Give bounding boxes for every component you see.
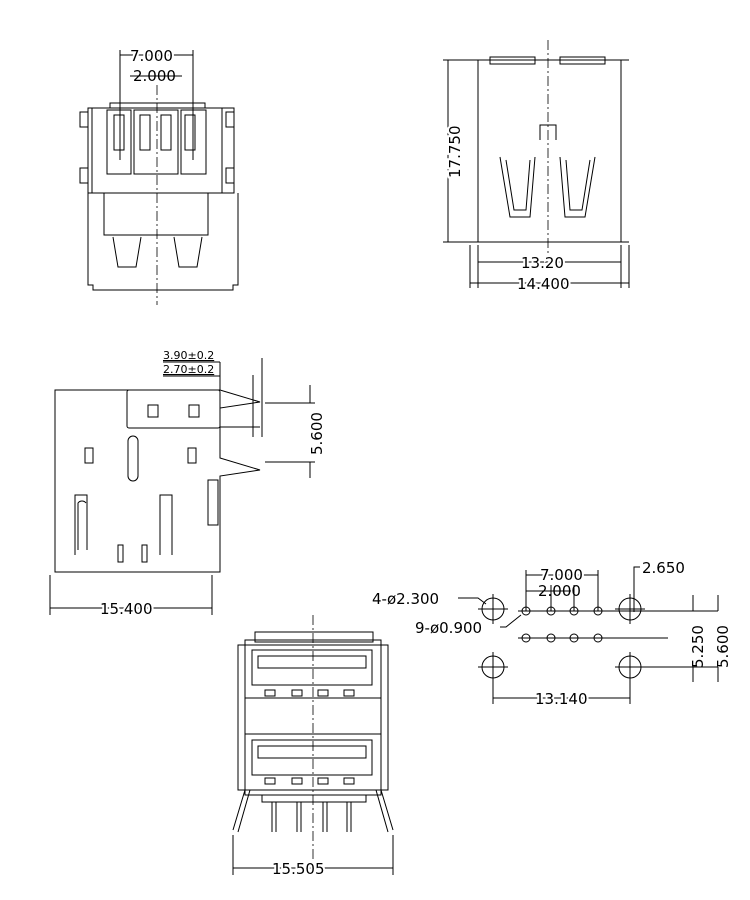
fp-mount-holes: 4-ø2.300 <box>372 590 439 608</box>
fp-dim-7000: 7.000 <box>540 566 583 584</box>
fp-pin-holes: 9-ø0.900 <box>415 619 482 637</box>
front-view: 7.000 2.000 <box>79 45 239 305</box>
top-view: 17.750 13.20 14.400 <box>443 40 630 295</box>
front-dim-2000: 2.000 <box>133 67 176 85</box>
fp-dim-5600: 5.600 <box>714 625 732 668</box>
top-dim-14400: 14.400 <box>517 275 570 293</box>
fp-dim-13140: 13.140 <box>535 690 588 708</box>
bottom-dim-15505: 15.505 <box>272 860 325 878</box>
fp-dim-2000: 2.000 <box>538 582 581 600</box>
side-view: 3.90±0.2 2.70±0.2 5.600 15.400 <box>49 349 326 620</box>
fp-dim-2650: 2.650 <box>642 559 685 577</box>
pcb-footprint: 7.000 2.000 2.650 4-ø2.300 9-ø0.900 5.25… <box>372 559 732 710</box>
bottom-view: 15.505 <box>232 615 394 880</box>
top-dim-1320: 13.20 <box>521 254 564 272</box>
side-dim-390: 3.90±0.2 <box>163 349 214 362</box>
front-dim-7000: 7.000 <box>130 47 173 65</box>
fp-dim-5250: 5.250 <box>689 625 707 668</box>
side-dim-270: 2.70±0.2 <box>163 363 214 376</box>
side-dim-15400: 15.400 <box>100 600 153 618</box>
top-dim-17750: 17.750 <box>446 126 464 179</box>
side-dim-5600: 5.600 <box>308 412 326 455</box>
